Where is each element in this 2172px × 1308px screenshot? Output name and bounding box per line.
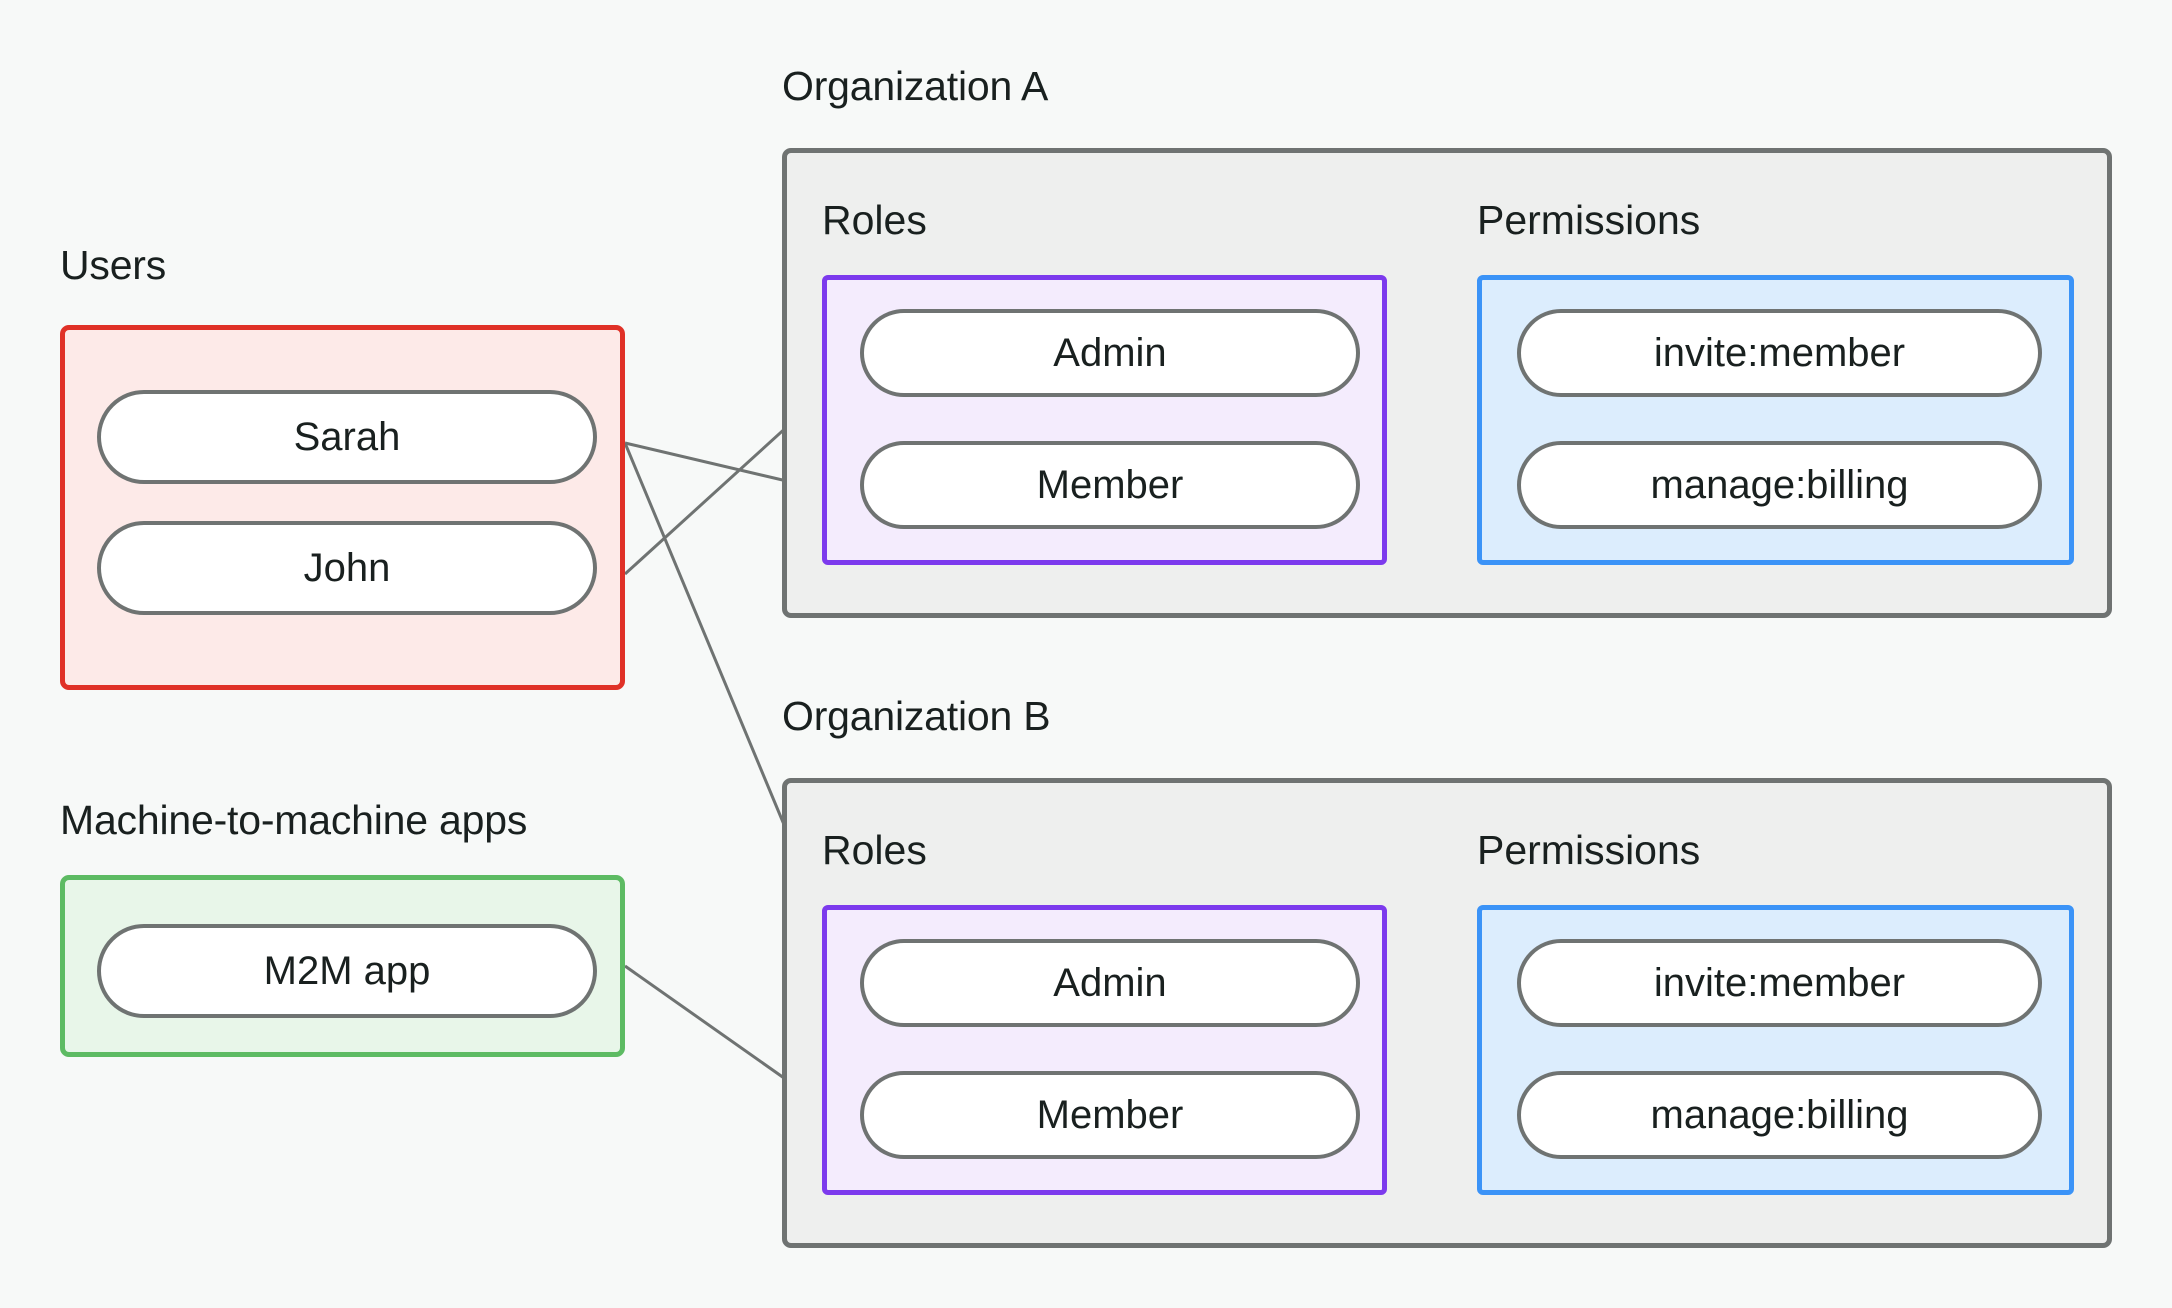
- organization-a-permissions-box: invite:member manage:billing: [1477, 275, 2074, 565]
- organization-b-role-admin[interactable]: Admin: [860, 939, 1360, 1027]
- organization-a-role-admin[interactable]: Admin: [860, 309, 1360, 397]
- organization-a-permissions-label: Permissions: [1477, 197, 1701, 243]
- users-group-label: Users: [60, 242, 167, 288]
- organization-b-roles-label: Roles: [822, 827, 927, 873]
- organization-a-title: Organization A: [782, 63, 1049, 109]
- organization-b-container: Roles Permissions Admin Member invite:me…: [782, 778, 2112, 1248]
- user-pill-john[interactable]: John: [97, 521, 597, 615]
- organization-a-roles-box: Admin Member: [822, 275, 1387, 565]
- m2m-pill-app[interactable]: M2M app: [97, 924, 597, 1018]
- organization-b-role-member[interactable]: Member: [860, 1071, 1360, 1159]
- organization-a-permission-invite-member[interactable]: invite:member: [1517, 309, 2042, 397]
- organization-a-roles-label: Roles: [822, 197, 927, 243]
- users-container: Sarah John: [60, 325, 625, 690]
- user-pill-sarah[interactable]: Sarah: [97, 390, 597, 484]
- organization-b-permission-invite-member[interactable]: invite:member: [1517, 939, 2042, 1027]
- organization-b-title: Organization B: [782, 693, 1051, 739]
- organization-a-container: Roles Permissions Admin Member invite:me…: [782, 148, 2112, 618]
- m2m-container: M2M app: [60, 875, 625, 1057]
- organization-b-roles-box: Admin Member: [822, 905, 1387, 1195]
- m2m-group-label: Machine-to-machine apps: [60, 797, 528, 843]
- organization-b-permissions-label: Permissions: [1477, 827, 1701, 873]
- organization-b-permission-manage-billing[interactable]: manage:billing: [1517, 1071, 2042, 1159]
- organization-a-permission-manage-billing[interactable]: manage:billing: [1517, 441, 2042, 529]
- organization-a-role-member[interactable]: Member: [860, 441, 1360, 529]
- organization-b-permissions-box: invite:member manage:billing: [1477, 905, 2074, 1195]
